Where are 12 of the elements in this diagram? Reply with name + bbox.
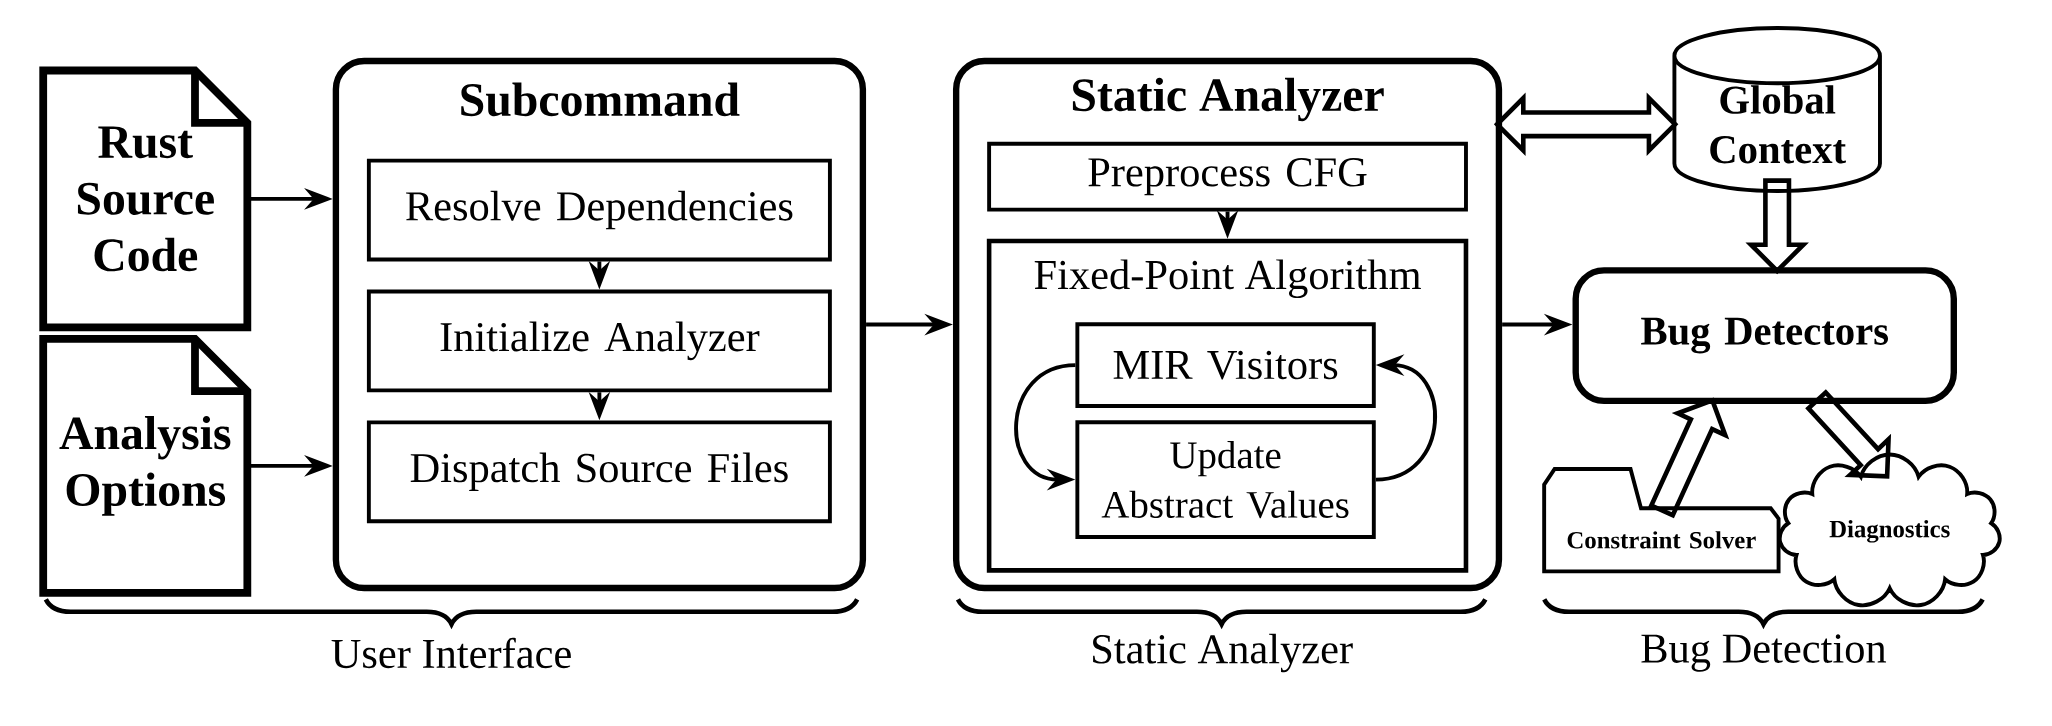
section-label: Bug Detection bbox=[1641, 634, 1887, 672]
process-box: Update Abstract Values bbox=[1075, 420, 1376, 539]
section-label: Static Analyzer bbox=[1093, 633, 1353, 673]
process-box: Initialize Analyzer bbox=[366, 289, 832, 393]
section-label: User Interface bbox=[331, 637, 571, 668]
process-box: MIR Visitors bbox=[1075, 322, 1376, 408]
process-box: Resolve Dependencies bbox=[366, 158, 832, 262]
process-box: Dispatch Source Files bbox=[366, 420, 832, 523]
process-box: Preprocess CFG bbox=[987, 141, 1468, 212]
arrow bbox=[1745, 178, 1809, 274]
process-box: Bug Detectors bbox=[1572, 267, 1957, 404]
database-cylinder: Global Context bbox=[1672, 25, 1882, 193]
